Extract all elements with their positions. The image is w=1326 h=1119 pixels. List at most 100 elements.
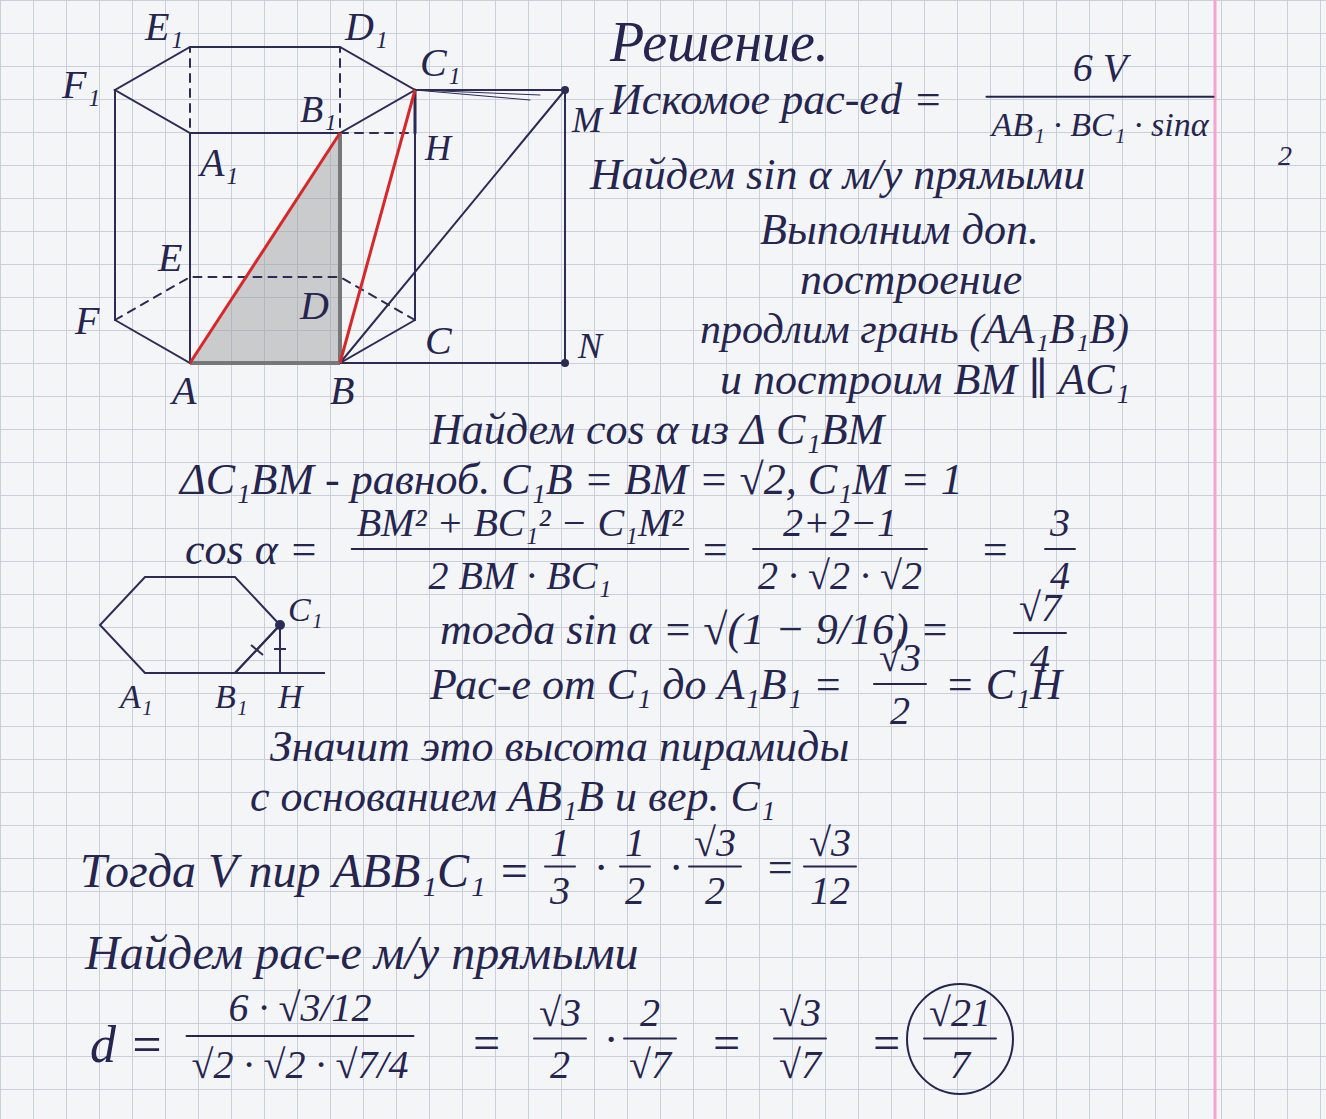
fraction-bar (804, 866, 856, 868)
point-label: D (300, 283, 329, 329)
formula-part: √3 (694, 820, 736, 866)
solution-text: ΔC₁BM - равноб. C₁B = BM = √2, C₁M = 1 (180, 455, 963, 506)
point-label: C (425, 318, 452, 364)
formula-part: = (710, 1015, 742, 1070)
fraction-bar (924, 1038, 996, 1040)
solution-title: Решение. (610, 10, 829, 74)
fraction-bar (753, 548, 927, 550)
top-view-hexagon (100, 577, 325, 673)
answer-circle (907, 984, 1013, 1094)
formula-part: · (595, 843, 606, 894)
formula-part: 2 · √2 · √2 (758, 553, 922, 599)
segment-bm (340, 90, 565, 363)
formula-part: √3 (879, 635, 921, 681)
point-label: A₁ (200, 140, 238, 186)
fraction-bar (774, 1038, 826, 1040)
formula-part: = (980, 525, 1010, 576)
point-label: D₁ (345, 4, 388, 50)
formula-part: √3 (809, 820, 851, 866)
point-dot (561, 86, 569, 94)
formula-part: 2 (625, 868, 645, 914)
solution-text: Тогда V пир ABB₁C₁ = (80, 843, 530, 898)
formula-part: 2+2−1 (783, 500, 897, 546)
formula-part: 1 (550, 820, 570, 866)
formula-part: 1 (625, 820, 645, 866)
solution-text: тогда sin α = √(1 − 9/16) = (440, 605, 949, 656)
solution-text: Выполним доп. (760, 205, 1039, 256)
formula-part: √7 (629, 1042, 671, 1088)
solution-text: Рас-е от C₁ до A₁B₁ = (430, 660, 843, 711)
hidden-edges (115, 47, 415, 320)
formula-part: √3 (539, 990, 581, 1036)
point-label: E (158, 235, 182, 281)
solution-text: Искомое рас-е (610, 75, 879, 126)
formula-part: 12 (810, 868, 850, 914)
solution-text: Найдем cos α из Δ C₁BM (430, 405, 884, 456)
solution-text: и построим BM ∥ AC₁ (720, 355, 1130, 406)
formula-part: √21 (929, 990, 991, 1036)
extension-line (340, 362, 565, 364)
formula-part: 2 (640, 990, 660, 1036)
margin-line (1214, 0, 1217, 1119)
point-label: B (330, 368, 354, 414)
formula-part: 2 BM · BC₁ (429, 553, 612, 599)
formula-part: AB₁ · BC₁ · sinα (991, 105, 1208, 144)
solution-text: с основанием AB₁B и вер. C₁ (250, 772, 775, 823)
line-ab1 (190, 133, 340, 363)
formula-part: 3 (550, 868, 570, 914)
formula-part: √3 (779, 990, 821, 1036)
formula-part: · (670, 843, 681, 894)
formula-part: = (470, 1015, 502, 1070)
formula-part: = (700, 525, 730, 576)
point-label: B₁ (215, 677, 248, 716)
fraction-bar (874, 683, 926, 685)
formula-part: d = (880, 75, 943, 126)
formula-part: = (870, 1015, 902, 1070)
edge-bb1 (338, 133, 342, 363)
extension-line (564, 90, 566, 363)
fraction-bar (689, 866, 741, 868)
solution-text: построение (800, 255, 1022, 306)
solution-text: Значит это высота пирамиды (270, 722, 849, 773)
fraction-bar (545, 866, 575, 868)
formula-part: cos α = (185, 525, 318, 576)
edge (414, 90, 416, 320)
formula-part: 6 · √3/12 (228, 985, 371, 1031)
formula-part: · (605, 1015, 616, 1066)
formula-part: 3 (1050, 500, 1070, 546)
fraction-bar (986, 96, 1213, 98)
sketch-line (415, 90, 540, 95)
fraction-bar (620, 866, 650, 868)
point-label: F (75, 298, 99, 344)
point-label: C₁ (420, 40, 461, 86)
formula-part: 2 (550, 1042, 570, 1088)
fraction-bar (187, 1035, 414, 1037)
point-dot (275, 620, 285, 630)
point-label: E₁ (145, 4, 183, 50)
formula-part: √2 · √2 · √7/4 (192, 1042, 409, 1088)
fraction-bar (1014, 632, 1066, 634)
top-base (115, 47, 415, 133)
line-bc1 (340, 90, 415, 363)
formula-part: 6 V (1073, 45, 1127, 91)
point-label: M (572, 100, 602, 141)
formula-part: BM² + BC₁² − C₁M² (357, 500, 684, 546)
point-label: B₁ (300, 88, 336, 132)
solution-text: Найдем sin α м/у прямыми (590, 150, 1085, 201)
point-label: F₁ (62, 62, 100, 108)
edge-ab (190, 361, 340, 365)
formula-part: = C₁H (945, 660, 1062, 711)
fraction-bar (534, 1038, 586, 1040)
solution-text: продлим грань (AA₁B₁B) (700, 305, 1129, 353)
sketch-line (415, 90, 530, 100)
fraction-bar (1045, 548, 1075, 550)
formula-part: d = (90, 1015, 164, 1075)
formula-part: = (765, 843, 795, 894)
formula-part: 2 (890, 688, 910, 734)
formula-part: 2 (1278, 140, 1292, 172)
formula-part: 2 (705, 868, 725, 914)
point-label: H (425, 128, 451, 169)
point-label: C₁ (288, 590, 323, 629)
edge (114, 90, 116, 320)
point-label: H (278, 677, 303, 716)
